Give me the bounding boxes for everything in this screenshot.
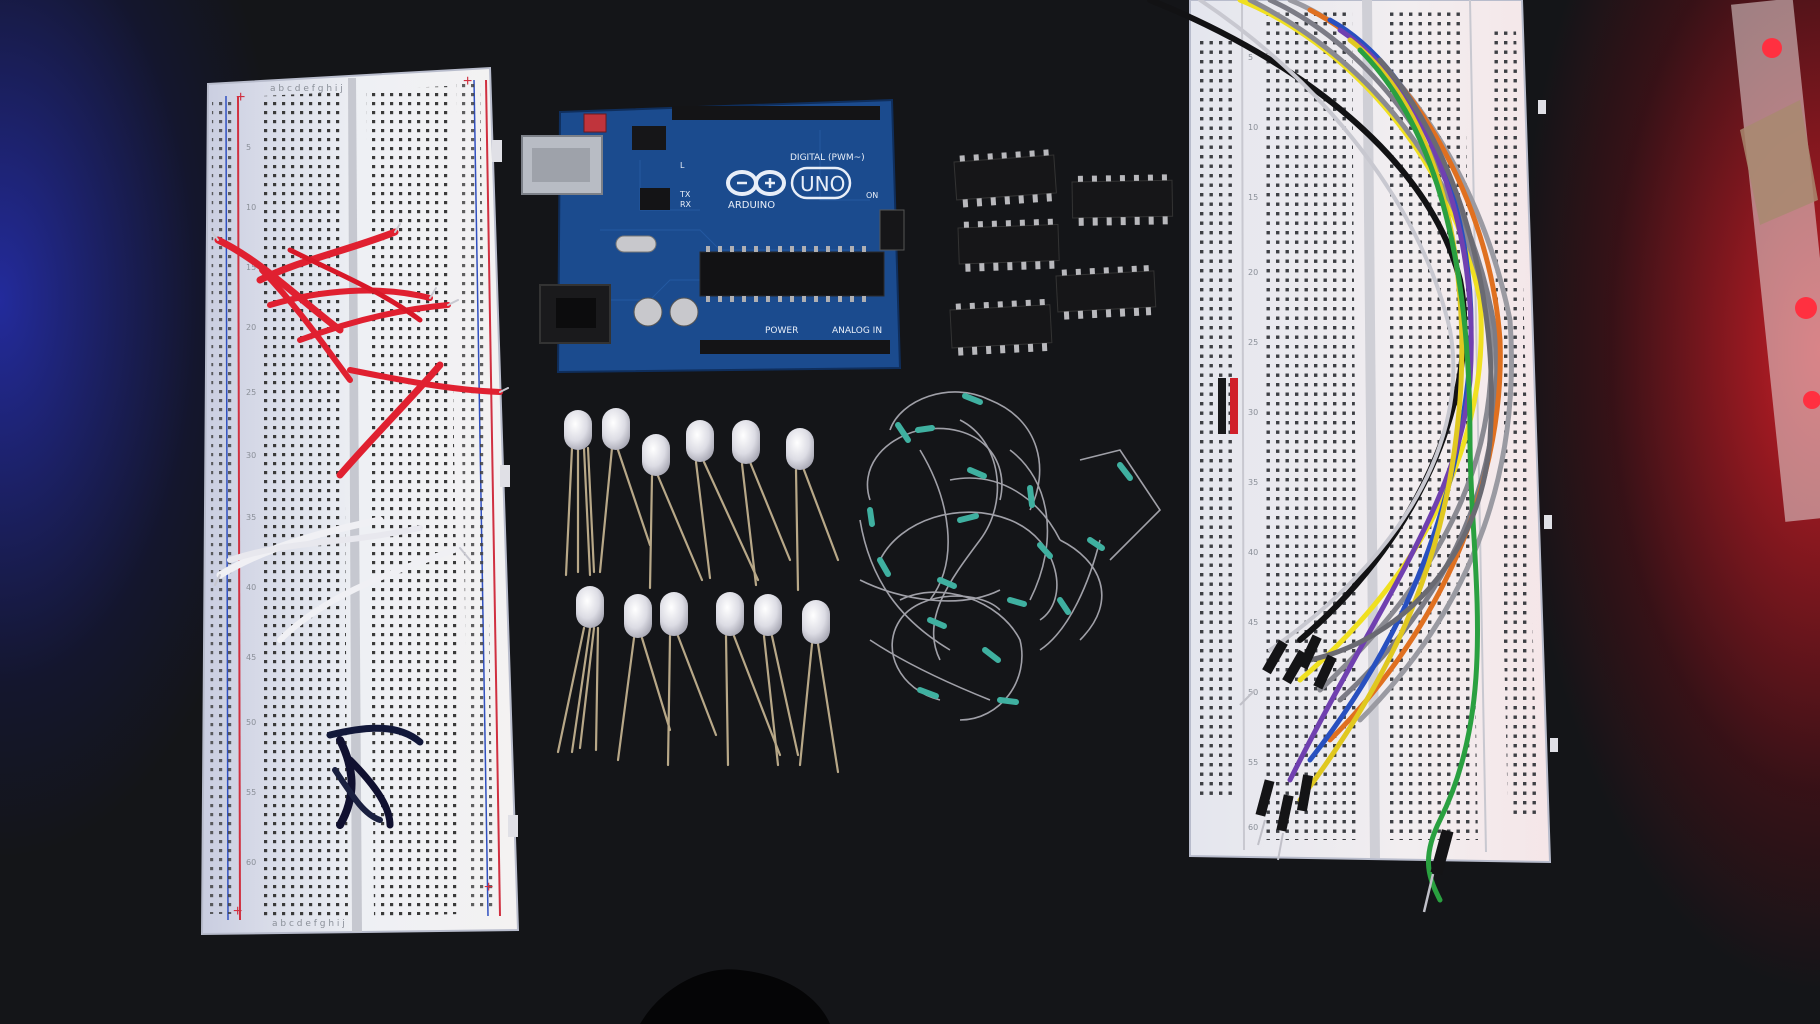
svg-text:50: 50	[246, 718, 256, 727]
led	[716, 592, 744, 636]
svg-text:55: 55	[246, 788, 256, 797]
led	[786, 428, 814, 470]
jumper-connector-pins	[1239, 634, 1454, 913]
infinity-plus-minus-logo	[726, 170, 786, 196]
dark-jumper-wires	[326, 724, 424, 829]
svg-text:40: 40	[1248, 548, 1258, 557]
resistor	[997, 697, 1019, 705]
plus-sign-top-right: +	[463, 73, 472, 90]
led	[624, 594, 652, 638]
svg-text:55: 55	[1248, 758, 1258, 767]
svg-text:25: 25	[246, 388, 256, 397]
resistor	[917, 687, 939, 699]
svg-text:10: 10	[1248, 123, 1258, 132]
led	[660, 592, 688, 636]
arduino-brand-label: ARDUINO	[728, 200, 775, 211]
svg-text:35: 35	[1248, 478, 1258, 487]
resistor	[1117, 462, 1133, 481]
led	[802, 600, 830, 644]
led	[576, 586, 604, 628]
led-strip-light	[1762, 38, 1782, 58]
resistor	[962, 393, 983, 405]
resistor	[1057, 597, 1071, 615]
led-strip-light	[1795, 297, 1817, 319]
arduino-digital-label: DIGITAL (PWM~)	[790, 153, 865, 163]
ic-chip	[953, 149, 1057, 208]
plus-sign-top-left: +	[236, 89, 245, 106]
led-strip-light	[1803, 391, 1820, 409]
arduino-tx-label: TX	[679, 190, 691, 199]
resistor	[867, 507, 875, 527]
arduino-power-label: POWER	[765, 326, 798, 336]
svg-text:45: 45	[1248, 618, 1258, 627]
svg-text:15: 15	[1248, 193, 1258, 202]
svg-text:60: 60	[246, 858, 256, 867]
arduino-rx-label: RX	[680, 200, 692, 209]
led	[642, 434, 670, 476]
svg-text:30: 30	[246, 451, 256, 460]
plus-sign-bottom-right: +	[484, 879, 493, 896]
resistor	[1087, 537, 1105, 551]
led	[602, 408, 630, 450]
arduino-l-label: L	[680, 161, 685, 170]
svg-text:35: 35	[246, 513, 256, 522]
resistor	[982, 647, 1001, 663]
svg-text:10: 10	[246, 203, 256, 212]
plus-sign-bottom-left: +	[233, 903, 242, 920]
ic-chip	[957, 218, 1060, 272]
resistor	[957, 513, 979, 523]
svg-text:25: 25	[1248, 338, 1258, 347]
resistor	[1027, 485, 1035, 508]
led	[564, 410, 592, 450]
resistor	[1037, 542, 1053, 559]
svg-text:60: 60	[1248, 823, 1258, 832]
red-jumper-wires	[211, 223, 509, 479]
resistor	[927, 617, 947, 629]
svg-text:45: 45	[246, 653, 256, 662]
column-letters-bottom: a b c d e f g h i j	[272, 919, 345, 929]
resistor	[895, 422, 911, 443]
svg-text:30: 30	[1248, 408, 1258, 417]
row-numbers-left: 5 10 15 20 25 30 35 40 45 50 55 60	[246, 143, 256, 867]
arduino-analog-label: ANALOG IN	[832, 326, 882, 336]
ic-chip	[1055, 265, 1157, 320]
led	[732, 420, 760, 464]
arduino-model-label: UNO	[800, 172, 845, 196]
resistor	[967, 467, 987, 479]
resistor	[1007, 597, 1027, 607]
resistor	[915, 425, 935, 433]
resistor	[937, 577, 957, 589]
svg-text:5: 5	[1248, 53, 1253, 62]
arduino-on-label: ON	[866, 191, 878, 200]
led	[754, 594, 782, 636]
short-jumper-pair	[1218, 378, 1238, 434]
svg-text:20: 20	[246, 323, 256, 332]
svg-text:40: 40	[246, 583, 256, 592]
ic-chip	[1071, 174, 1174, 226]
ic-chip	[949, 299, 1053, 356]
dc-jack-icon	[539, 284, 611, 344]
column-letters-top: a b c d e f g h i j	[270, 84, 343, 94]
white-jumper-wires	[214, 516, 471, 643]
led	[686, 420, 714, 462]
svg-text:15: 15	[246, 263, 256, 272]
svg-text:20: 20	[1248, 268, 1258, 277]
svg-text:5: 5	[246, 143, 251, 152]
resistor	[877, 557, 891, 577]
